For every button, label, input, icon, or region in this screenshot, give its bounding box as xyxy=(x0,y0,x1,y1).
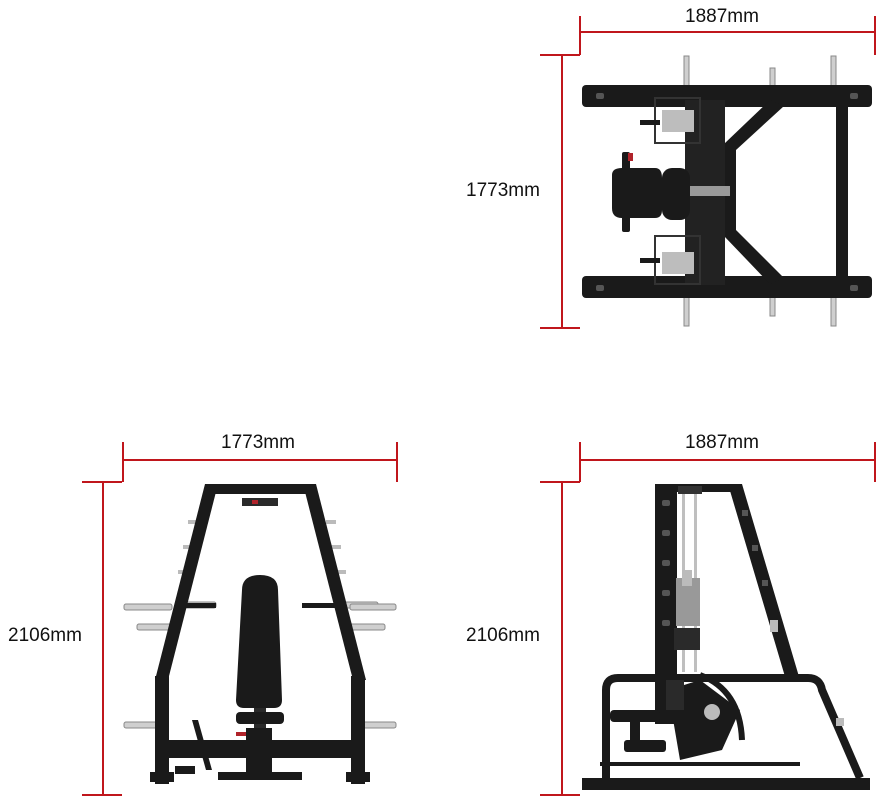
side-view-width-label: 1887mm xyxy=(685,432,759,453)
top-view-machine xyxy=(582,55,872,327)
side-view-machine xyxy=(582,484,870,790)
front-view-width-label: 1773mm xyxy=(221,432,295,453)
side-view-height-label: 2106mm xyxy=(466,625,540,646)
dimension-lines xyxy=(82,16,876,796)
front-view-machine xyxy=(123,484,397,784)
top-view-width-label: 1887mm xyxy=(685,6,759,27)
front-view-height-label: 2106mm xyxy=(8,625,82,646)
top-view-depth-label: 1773mm xyxy=(466,180,540,201)
